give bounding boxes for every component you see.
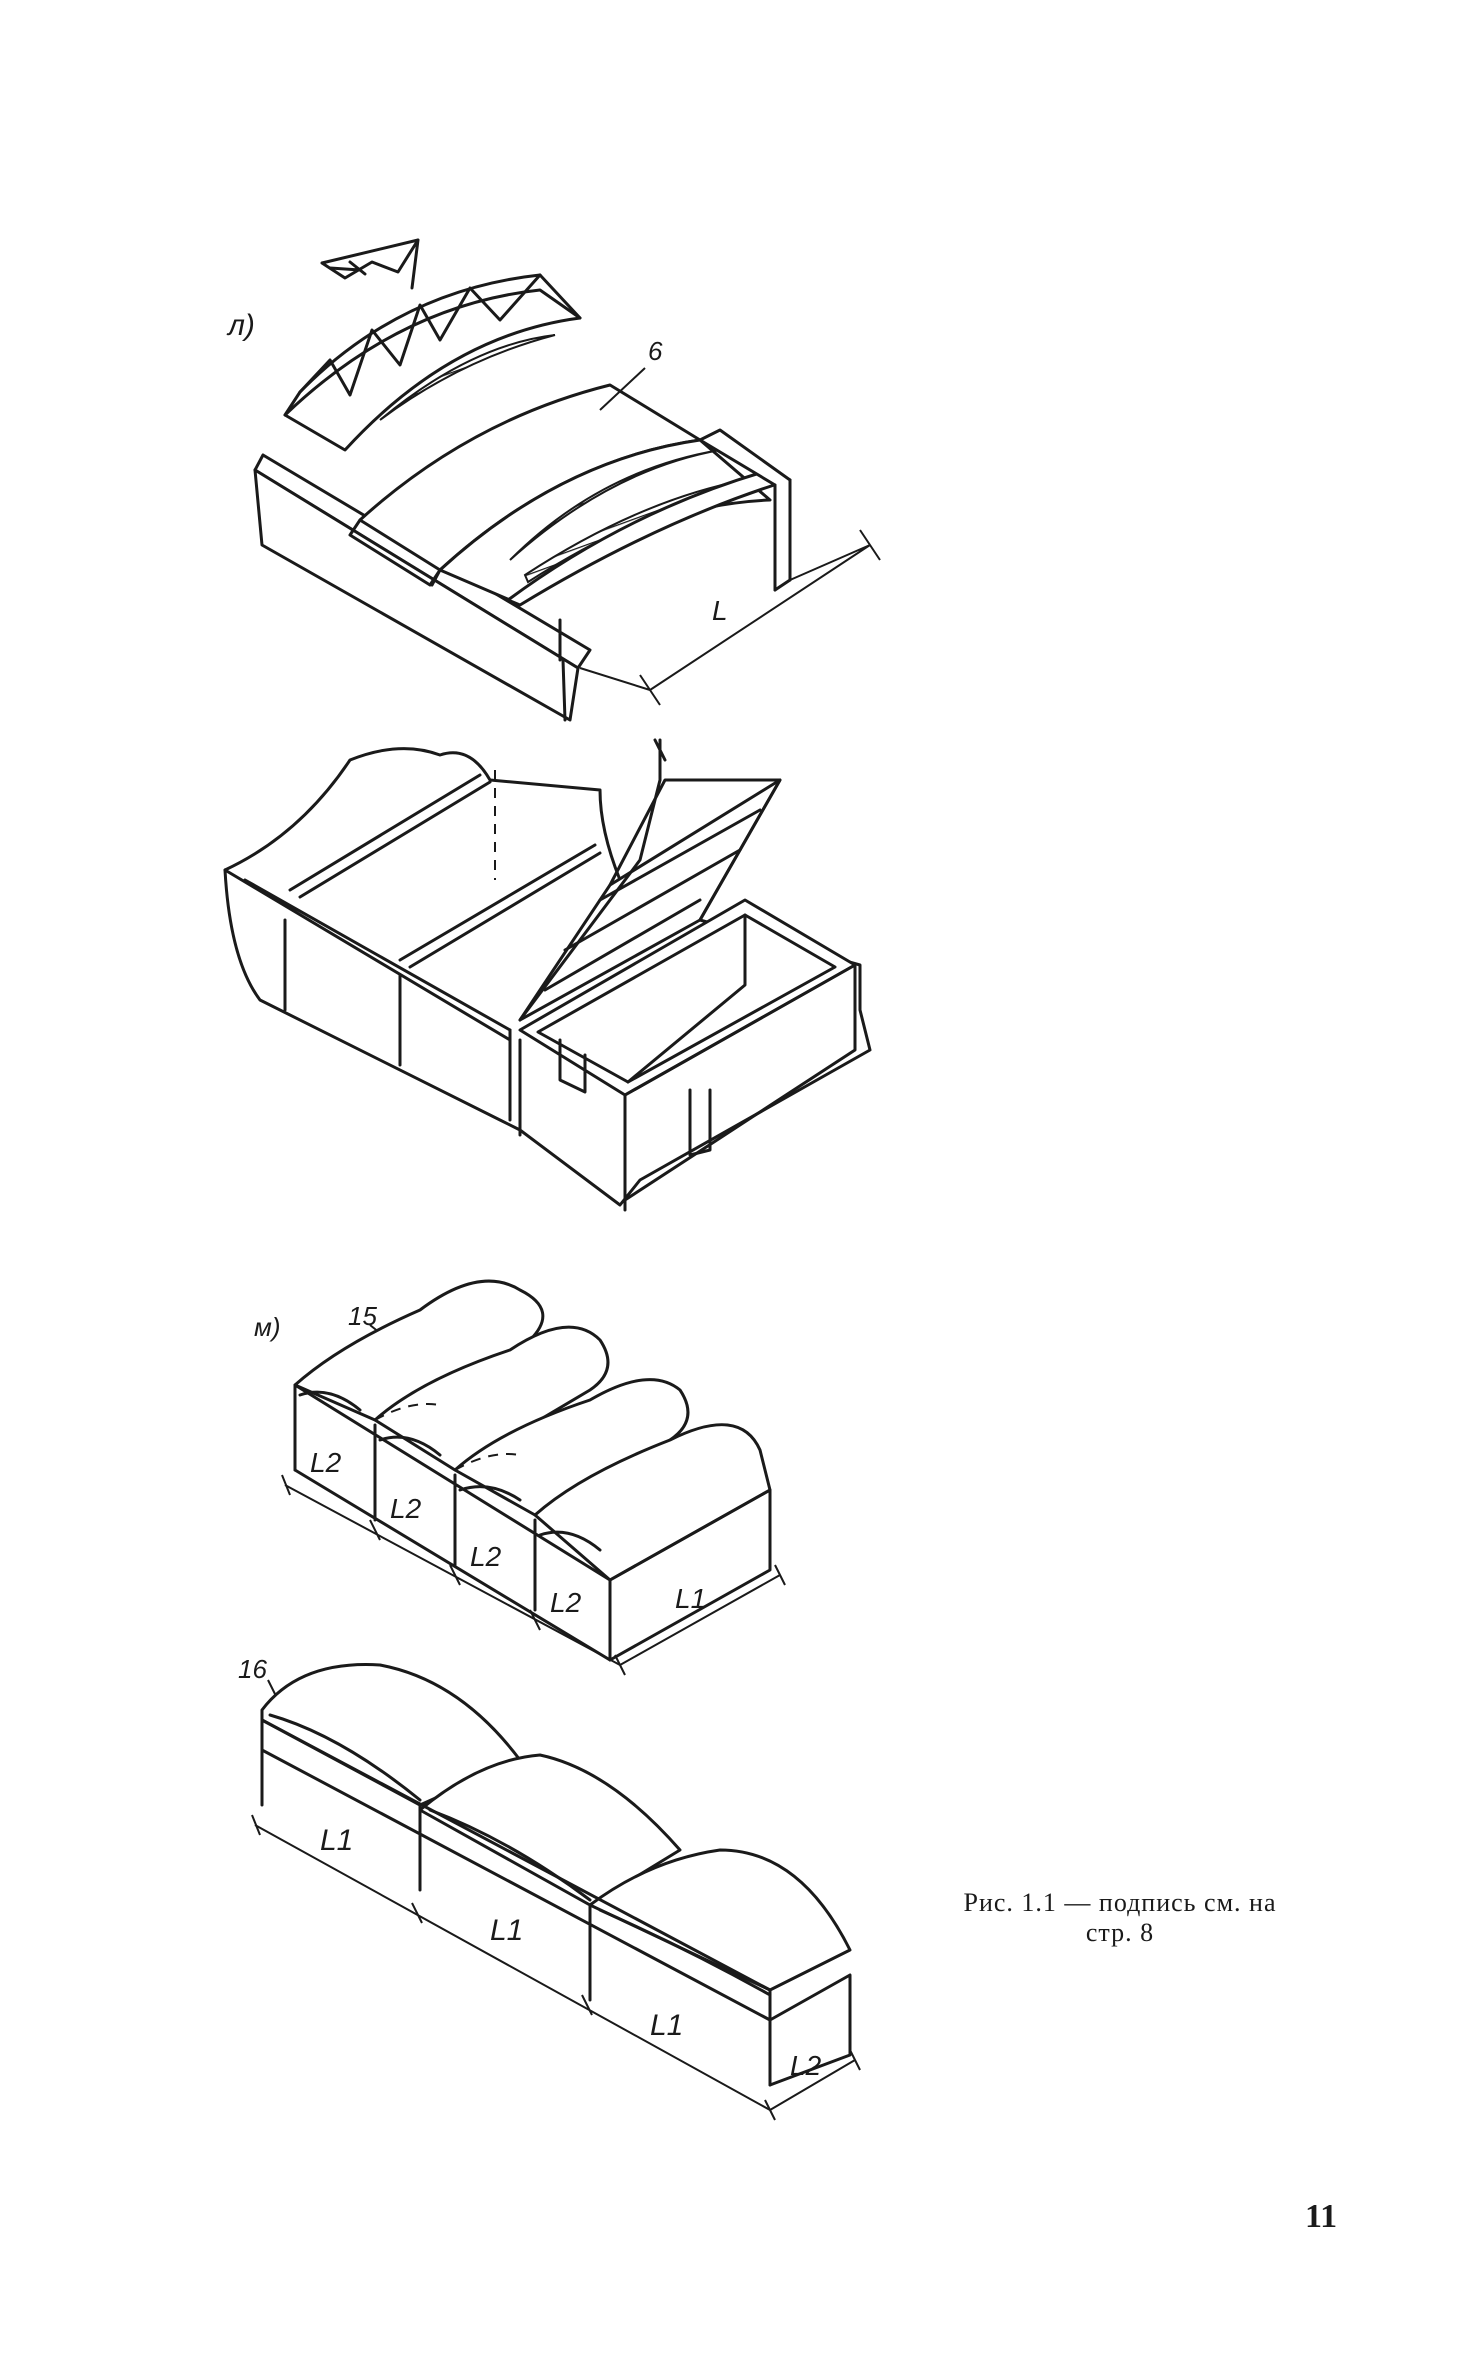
lifted-shell [283, 273, 582, 452]
svg-text:16: 16 [238, 1654, 267, 1684]
callout-6: 6 [599, 336, 663, 411]
panel-label-l: л) [226, 309, 255, 342]
panel-l-arch-roof: L л) 6 [226, 238, 881, 722]
svg-text:15: 15 [348, 1301, 377, 1331]
folded-lid [518, 738, 782, 1022]
panel-label-m: м) [254, 1312, 280, 1342]
svg-text:6: 6 [648, 336, 663, 366]
dim-l2-1: L2 [310, 1447, 342, 1478]
dim-l1-top: L1 [675, 1583, 706, 1614]
span-dimension: L [579, 529, 881, 706]
page-number: 11 [1305, 2198, 1338, 2235]
dim-l2-2: L2 [390, 1493, 422, 1524]
panel-m-long-vaults: 16 L1 L1 L1 L2 [238, 1654, 861, 2121]
callout-16: 16 [238, 1654, 279, 1701]
caption-line-1: Рис. 1.1 — подпись см. на [963, 1888, 1277, 1917]
dim-l1-3: L1 [650, 2009, 683, 2042]
dim-l2-end: L2 [790, 2050, 822, 2081]
left-wall [253, 453, 592, 722]
dim-l1-2: L1 [490, 1914, 523, 1947]
dim-l2-4: L2 [550, 1587, 582, 1618]
caption-line-2: стр. 8 [1085, 1918, 1155, 1947]
dim-l1-1: L1 [320, 1824, 353, 1857]
panel-m-vault-row: м) 15 L2 L2 L2 L2 L1 [254, 1279, 786, 1676]
span-label-l: L [712, 595, 728, 626]
panel-box-building [223, 738, 872, 1212]
crane-rig-icon [320, 238, 420, 290]
dim-l2-3: L2 [470, 1541, 502, 1572]
figure-caption: Рис. 1.1 — подпись см. на стр. 8 [880, 1888, 1360, 1948]
